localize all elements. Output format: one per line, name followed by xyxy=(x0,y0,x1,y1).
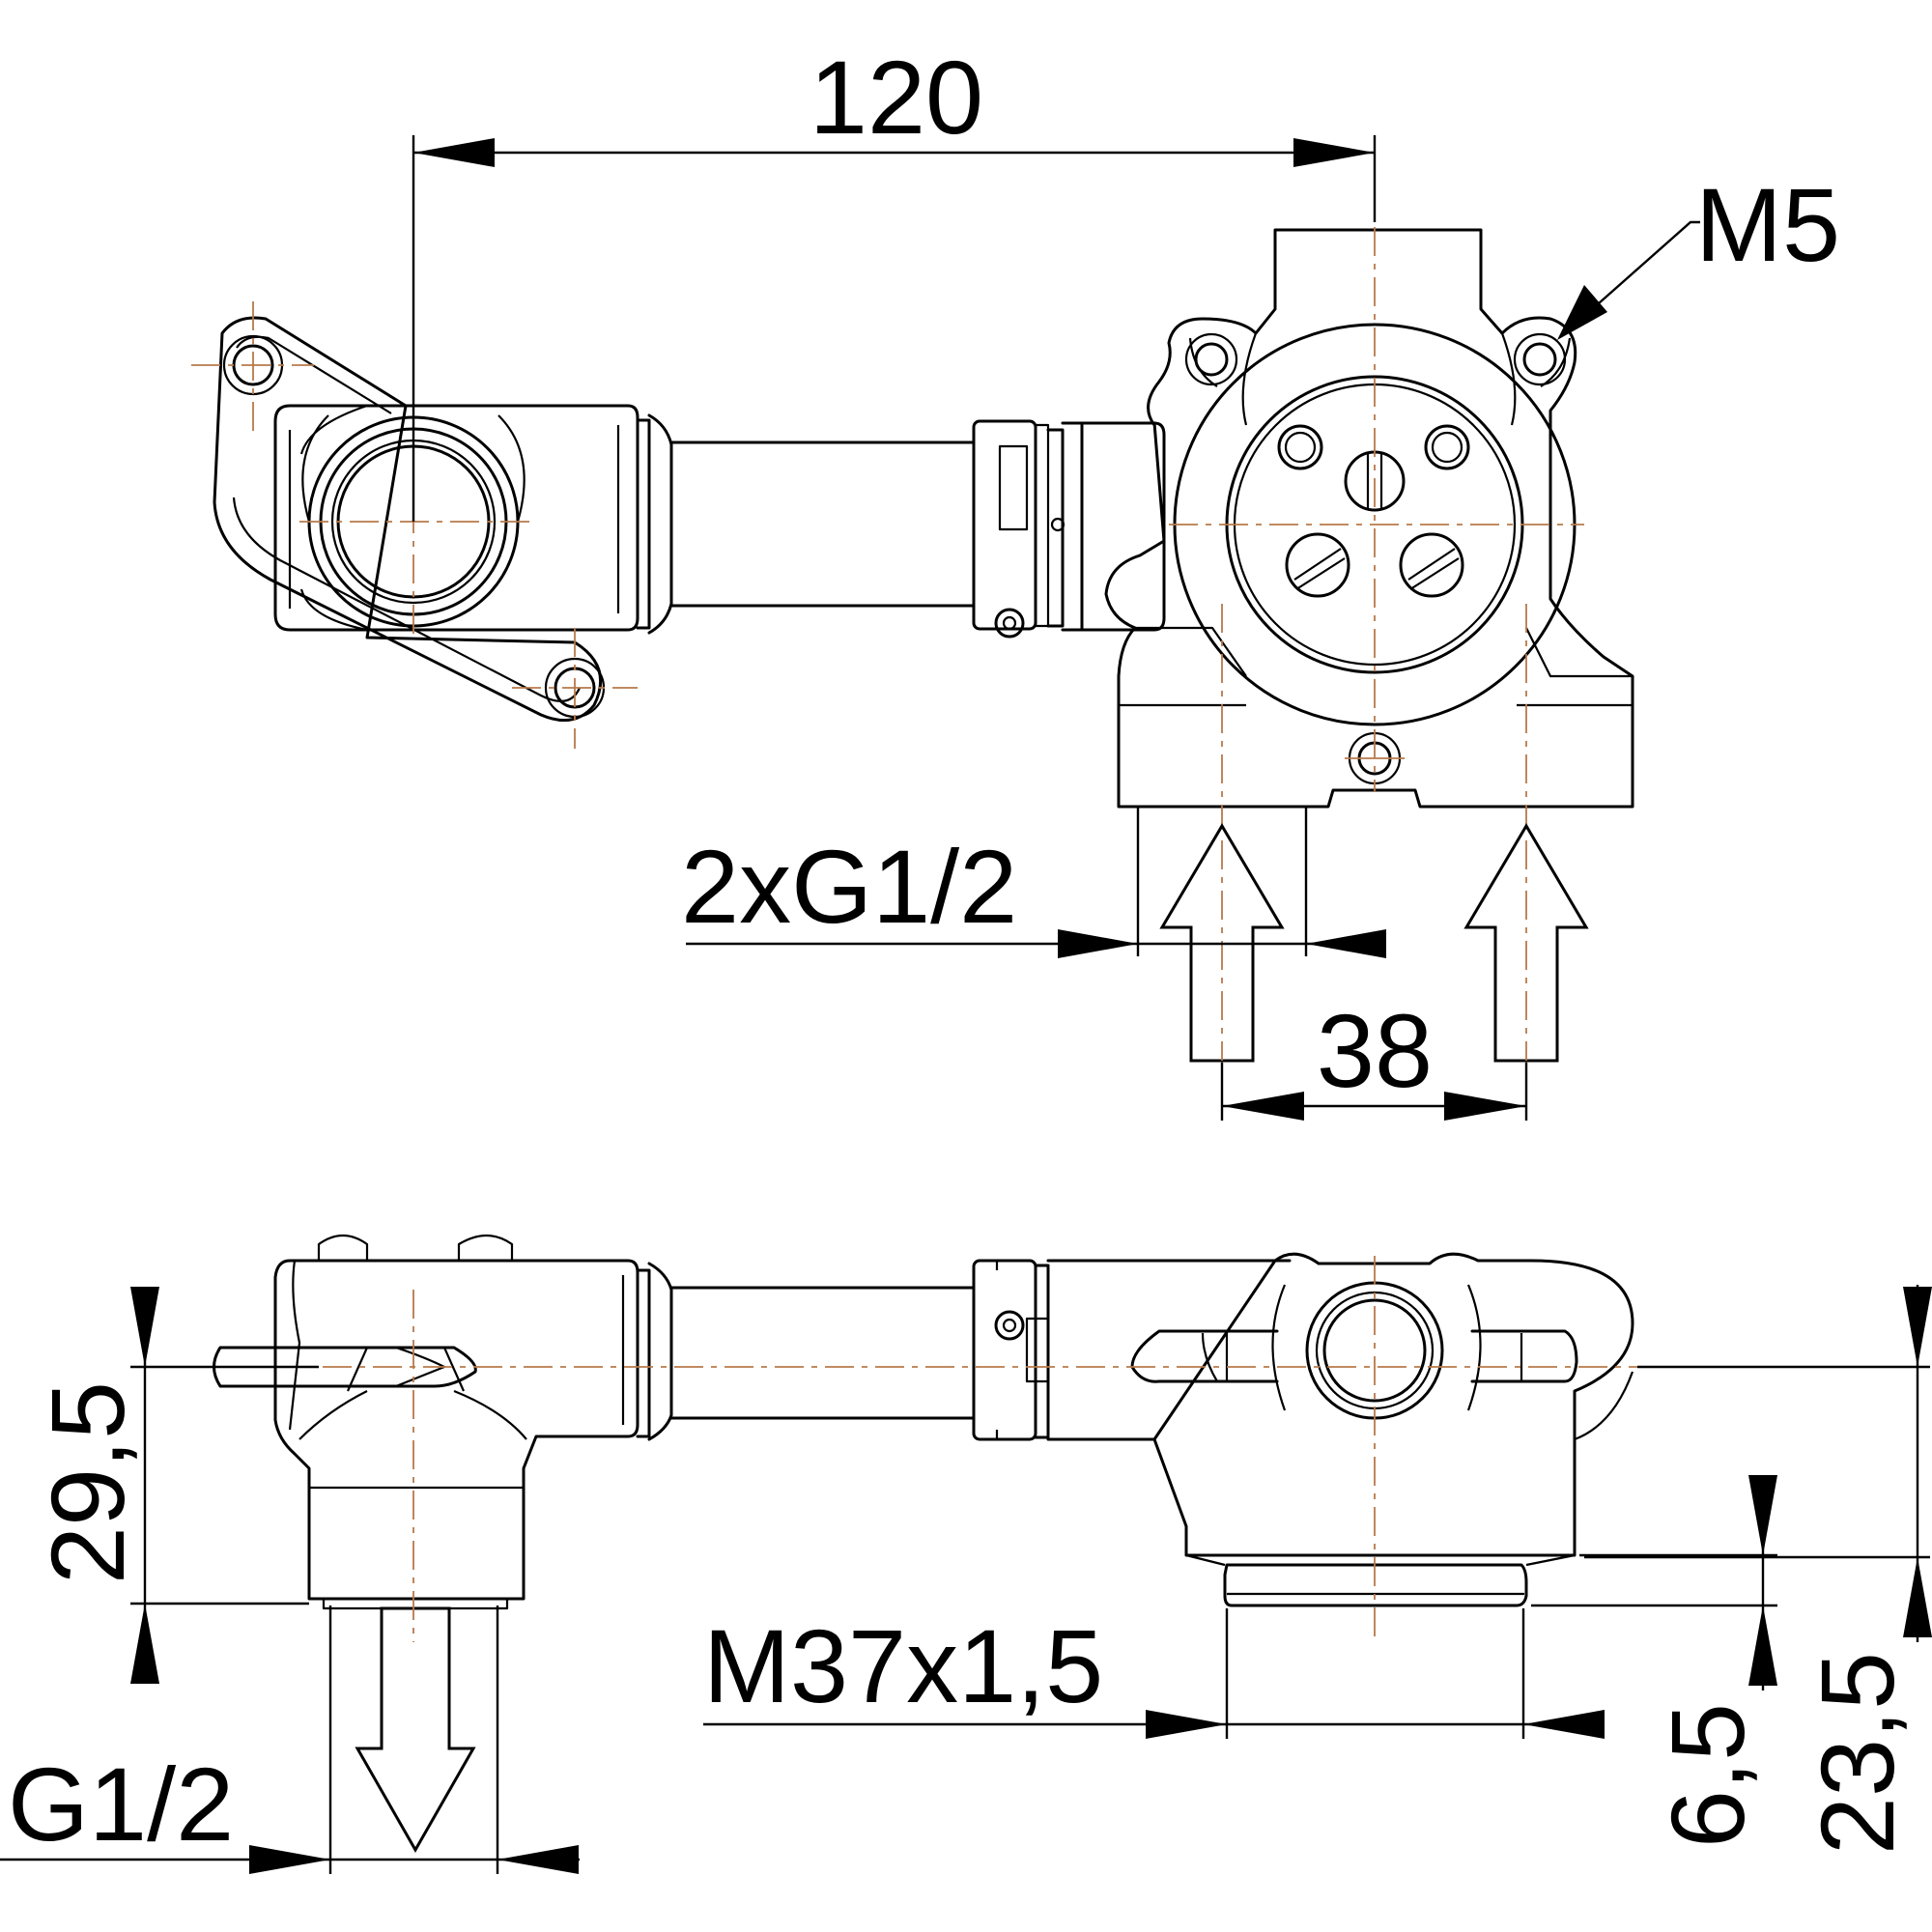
side-wing-right xyxy=(1470,1329,1578,1383)
dim-38-label: 38 xyxy=(1317,992,1433,1109)
valve-body xyxy=(1104,228,1634,809)
side-wing-left xyxy=(1130,1329,1279,1383)
dim-m5-label: M5 xyxy=(1695,166,1840,283)
dim-g12-label: G1/2 xyxy=(8,1746,234,1862)
dim-6-5-label: 6,5 xyxy=(1649,1703,1766,1848)
side-left-body xyxy=(273,1259,639,1601)
face-port-tl xyxy=(1277,424,1323,470)
dim-23-5-label: 23,5 xyxy=(1799,1652,1916,1855)
face-screw-br xyxy=(1399,532,1464,598)
side-port-inner xyxy=(1322,1298,1427,1403)
coupling-nut xyxy=(972,419,1037,631)
side-view: 29,5 G1/2 M37x1,5 6,5 23,5 xyxy=(0,1234,1932,1874)
side-spigot xyxy=(213,1346,477,1388)
m5-hole-left xyxy=(1194,342,1229,377)
left-mounting-bracket xyxy=(213,316,603,723)
left-body xyxy=(273,404,639,632)
side-valve-body xyxy=(1152,1252,1634,1557)
face-screw-bl xyxy=(1285,532,1350,598)
side-pipe xyxy=(669,1286,976,1420)
dim-inlet-thread-label: 2xG1/2 xyxy=(681,828,1017,945)
dim-29-5-label: 29,5 xyxy=(29,1381,146,1584)
dim-m37-label: M37x1,5 xyxy=(703,1607,1103,1724)
dim-120-label: 120 xyxy=(810,39,983,156)
side-thread-stub xyxy=(1223,1563,1528,1607)
top-view: 120 M5 2xG1/2 38 xyxy=(191,39,1840,1121)
outlet-arrow xyxy=(355,1606,476,1854)
side-coupling-nut xyxy=(972,1259,1037,1441)
face-port-tr xyxy=(1424,424,1470,470)
m5-hole-right xyxy=(1522,342,1557,377)
connecting-pipe xyxy=(669,440,976,608)
